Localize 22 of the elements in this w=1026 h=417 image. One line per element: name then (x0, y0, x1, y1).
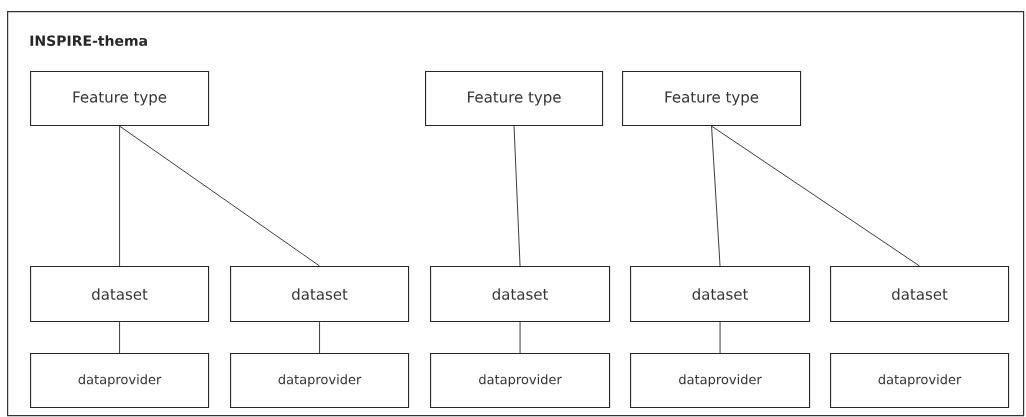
connector-line (719, 321, 721, 354)
label-box: dataset (630, 266, 811, 323)
connector-line (119, 321, 120, 354)
label-box: dataset (230, 266, 410, 323)
connector-line (119, 125, 320, 267)
label-box: dataset (830, 266, 1010, 323)
label-box: dataset (30, 266, 210, 323)
label-box: dataprovider (230, 353, 410, 409)
label-box: dataprovider (430, 353, 611, 409)
connector-line (711, 125, 721, 267)
label-box: dataprovider (30, 353, 210, 409)
connector-line (319, 321, 320, 354)
label-box: Feature type (622, 71, 802, 127)
connector-line (119, 125, 120, 267)
label-box: dataprovider (630, 353, 811, 409)
label-box: dataset (430, 266, 611, 323)
connector-line (711, 125, 920, 267)
connector-line (513, 125, 521, 267)
label-box: Feature type (30, 71, 210, 127)
connector-line (519, 321, 521, 354)
label-box: dataprovider (830, 353, 1010, 409)
label-box: Feature type (425, 71, 604, 127)
